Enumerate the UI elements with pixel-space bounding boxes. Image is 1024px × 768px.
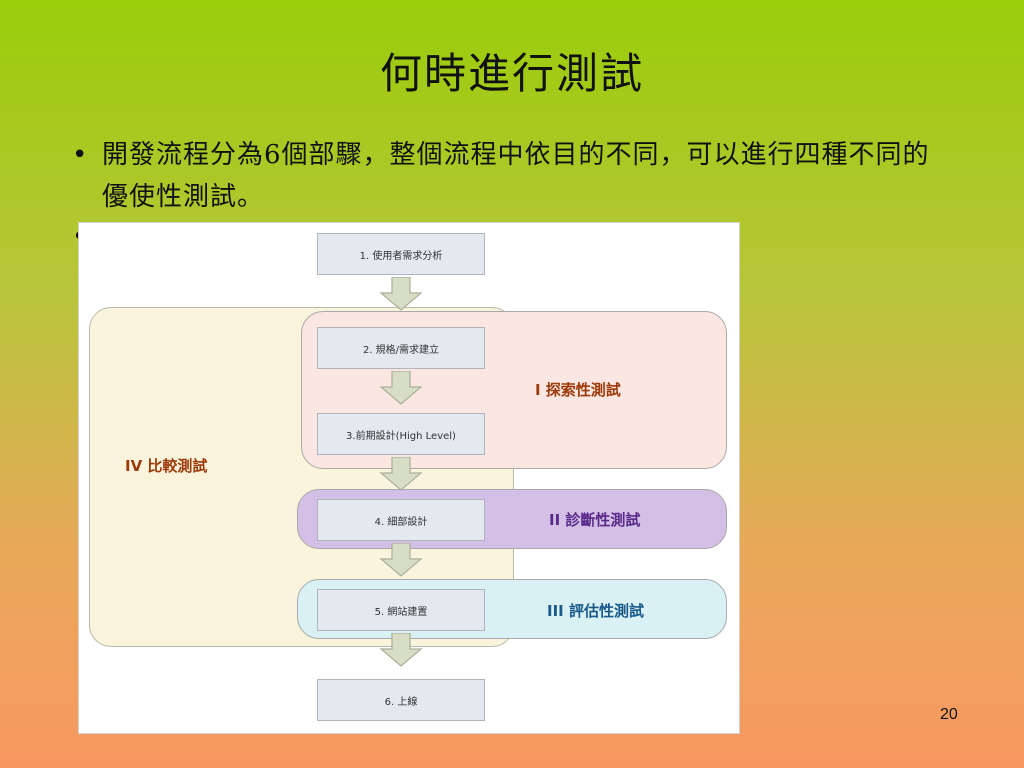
label-exploratory-test: I 探索性測試 bbox=[535, 381, 621, 399]
step-site-build: 5. 網站建置 bbox=[317, 589, 485, 631]
slide-title: 何時進行測試 bbox=[379, 49, 644, 98]
step-requirements-analysis: 1. 使用者需求分析 bbox=[317, 233, 485, 275]
bullet-marker: • bbox=[72, 140, 89, 170]
flow-arrow-icon bbox=[379, 633, 423, 667]
flow-arrow-icon bbox=[379, 277, 423, 311]
bullet-list: • 開發流程分為6個部驟，整個流程中依目的不同，可以進行四種不同的優使性測試。 bbox=[72, 134, 952, 218]
flow-arrow-icon bbox=[379, 457, 423, 491]
label-comparison-test: IV 比較測試 bbox=[125, 457, 208, 475]
label-evaluative-test: III 評估性測試 bbox=[547, 602, 644, 620]
bullet-item: • 開發流程分為6個部驟，整個流程中依目的不同，可以進行四種不同的優使性測試。 bbox=[72, 134, 952, 218]
bullet-text: 開發流程分為6個部驟，整個流程中依目的不同，可以進行四種不同的優使性測試。 bbox=[102, 140, 930, 212]
step-detailed-design: 4. 細部設計 bbox=[317, 499, 485, 541]
page-number: 20 bbox=[940, 706, 958, 723]
label-diagnostic-test: II 診斷性測試 bbox=[549, 511, 641, 529]
step-high-level-design: 3.前期設計(High Level) bbox=[317, 413, 485, 455]
step-spec-definition: 2. 規格/需求建立 bbox=[317, 327, 485, 369]
flow-arrow-icon bbox=[379, 543, 423, 577]
step-launch: 6. 上線 bbox=[317, 679, 485, 721]
flow-arrow-icon bbox=[379, 371, 423, 405]
testing-process-diagram: IV 比較測試 I 探索性測試 II 診斷性測試 III 評估性測試 1. 使用… bbox=[78, 222, 740, 734]
